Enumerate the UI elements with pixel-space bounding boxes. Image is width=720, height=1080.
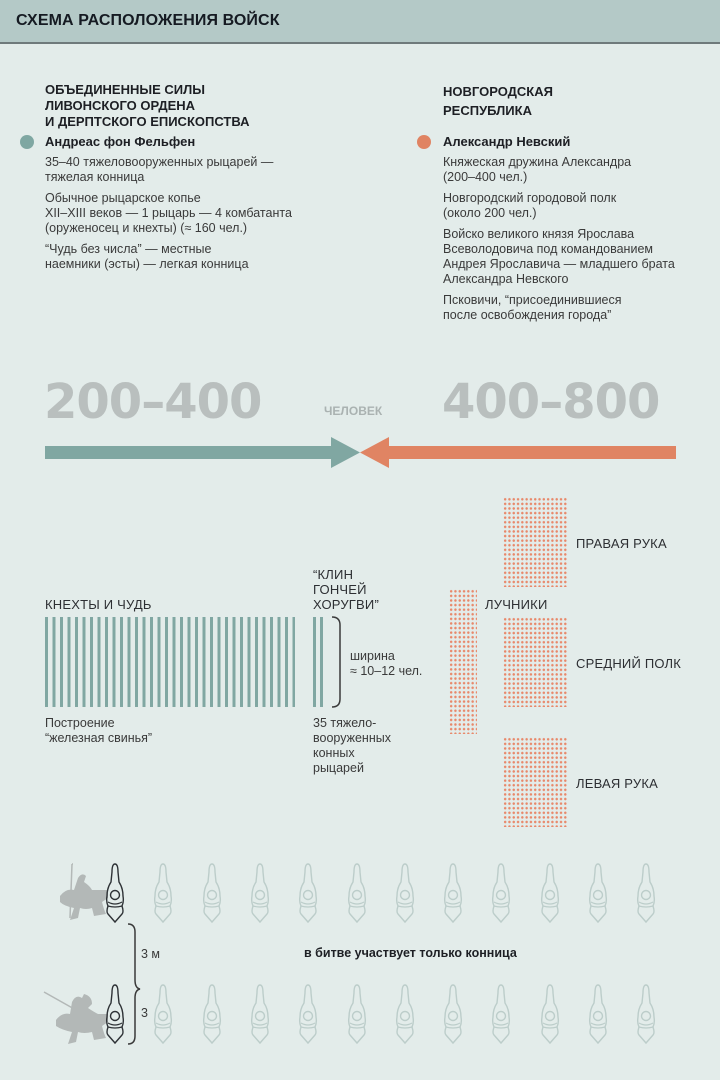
cavalry-row-second [0,983,720,1045]
wedge-formation-lines [313,617,325,707]
knight-horse-icon [150,862,176,924]
knight-horse-icon [247,983,273,1045]
archers-block [449,589,477,734]
knight-horse-icon [344,983,370,1045]
left-description: 35–40 тяжеловооруженных рыцарей —тяжелая… [45,155,365,278]
knight-horse-icon [537,983,563,1045]
row-gap-label: 3 м [141,947,161,961]
knight-silhouette-icon [60,863,108,920]
knight-horse-icon [633,983,659,1045]
knight-horse-icon [392,862,418,924]
title-line: ЛИВОНСКОГО ОРДЕНА [45,98,196,113]
desc-item: Новгородский городовой полк(около 200 че… [443,191,617,220]
page-header: СХЕМА РАСПОЛОЖЕНИЯ ВОЙСК [0,0,720,44]
knight-horse-icon [585,983,611,1045]
knight-horse-icon [199,983,225,1045]
right-hand-label: ПРАВАЯ РУКА [576,536,667,551]
knechts-formation-lines [45,617,295,707]
row-depth-label: 3 [141,1006,148,1020]
title-line: И ДЕРПТСКОГО ЕПИСКОПСТВА [45,114,250,129]
right-commander: Александр Невский [443,134,571,149]
right-description: Княжеская дружина Александра(200–400 чел… [443,155,720,329]
knight-silhouette-icon [43,991,108,1044]
teal-arrow-icon [45,437,360,468]
row-spacing-bracket-icon [127,923,141,1045]
wedge-bracket-icon [331,616,341,708]
desc-item: Княжеская дружина Александра(200–400 чел… [443,155,632,184]
knight-horse-icon [488,862,514,924]
knight-horse-icon [199,862,225,924]
knight-horse-icon [344,862,370,924]
left-army-size: 200–400 [44,374,262,430]
teal-legend-dot [20,135,34,149]
title-line: РЕСПУБЛИКА [443,103,532,118]
cavalry-row-front [0,862,720,924]
cavalry-note: в битве участвует только конница [304,946,517,960]
left-commander: Андреас фон Фельфен [45,134,196,149]
wedge-width-label: ширина≈ 10–12 чел. [350,649,423,678]
left-side-title: ОБЪЕДИНЕННЫЕ СИЛЫ ЛИВОНСКОГО ОРДЕНА И ДЕ… [45,82,249,130]
lead-knight-horse-icon [102,862,128,924]
unit-label: ЧЕЛОВЕК [324,404,383,418]
middle-regiment-label: СРЕДНИЙ ПОЛК [576,656,682,671]
page-title: СХЕМА РАСПОЛОЖЕНИЯ ВОЙСК [16,12,280,29]
knight-horse-icon [295,862,321,924]
left-hand-label: ЛЕВАЯ РУКА [576,776,658,791]
knight-horse-icon [633,862,659,924]
archers-label: ЛУЧНИКИ [485,597,548,612]
knight-horse-icon [247,862,273,924]
right-army-size: 400–800 [442,374,660,430]
lead-knight-horse-icon [102,983,128,1045]
knight-horse-icon [150,983,176,1045]
right-side-title: НОВГОРОДСКАЯ РЕСПУБЛИКА [443,82,553,120]
knight-horse-icon [392,983,418,1045]
desc-item: 35–40 тяжеловооруженных рыцарей —тяжелая… [45,155,274,184]
title-line: НОВГОРОДСКАЯ [443,84,553,99]
knight-horse-icon [537,862,563,924]
opposing-arrows [45,437,676,468]
orange-arrow-icon [360,437,676,468]
middle-regiment-block [503,617,567,707]
knechts-caption: Построение“железная свинья” [45,716,153,745]
left-hand-block [503,737,567,827]
knight-horse-icon [440,983,466,1045]
orange-legend-dot [417,135,431,149]
knight-horse-icon [585,862,611,924]
knight-horse-icon [440,862,466,924]
title-line: ОБЪЕДИНЕННЫЕ СИЛЫ [45,82,205,97]
knight-horse-icon [295,983,321,1045]
right-hand-block [503,497,567,587]
knight-horse-icon [488,983,514,1045]
knechts-label: КНЕХТЫ И ЧУДЬ [45,597,152,612]
